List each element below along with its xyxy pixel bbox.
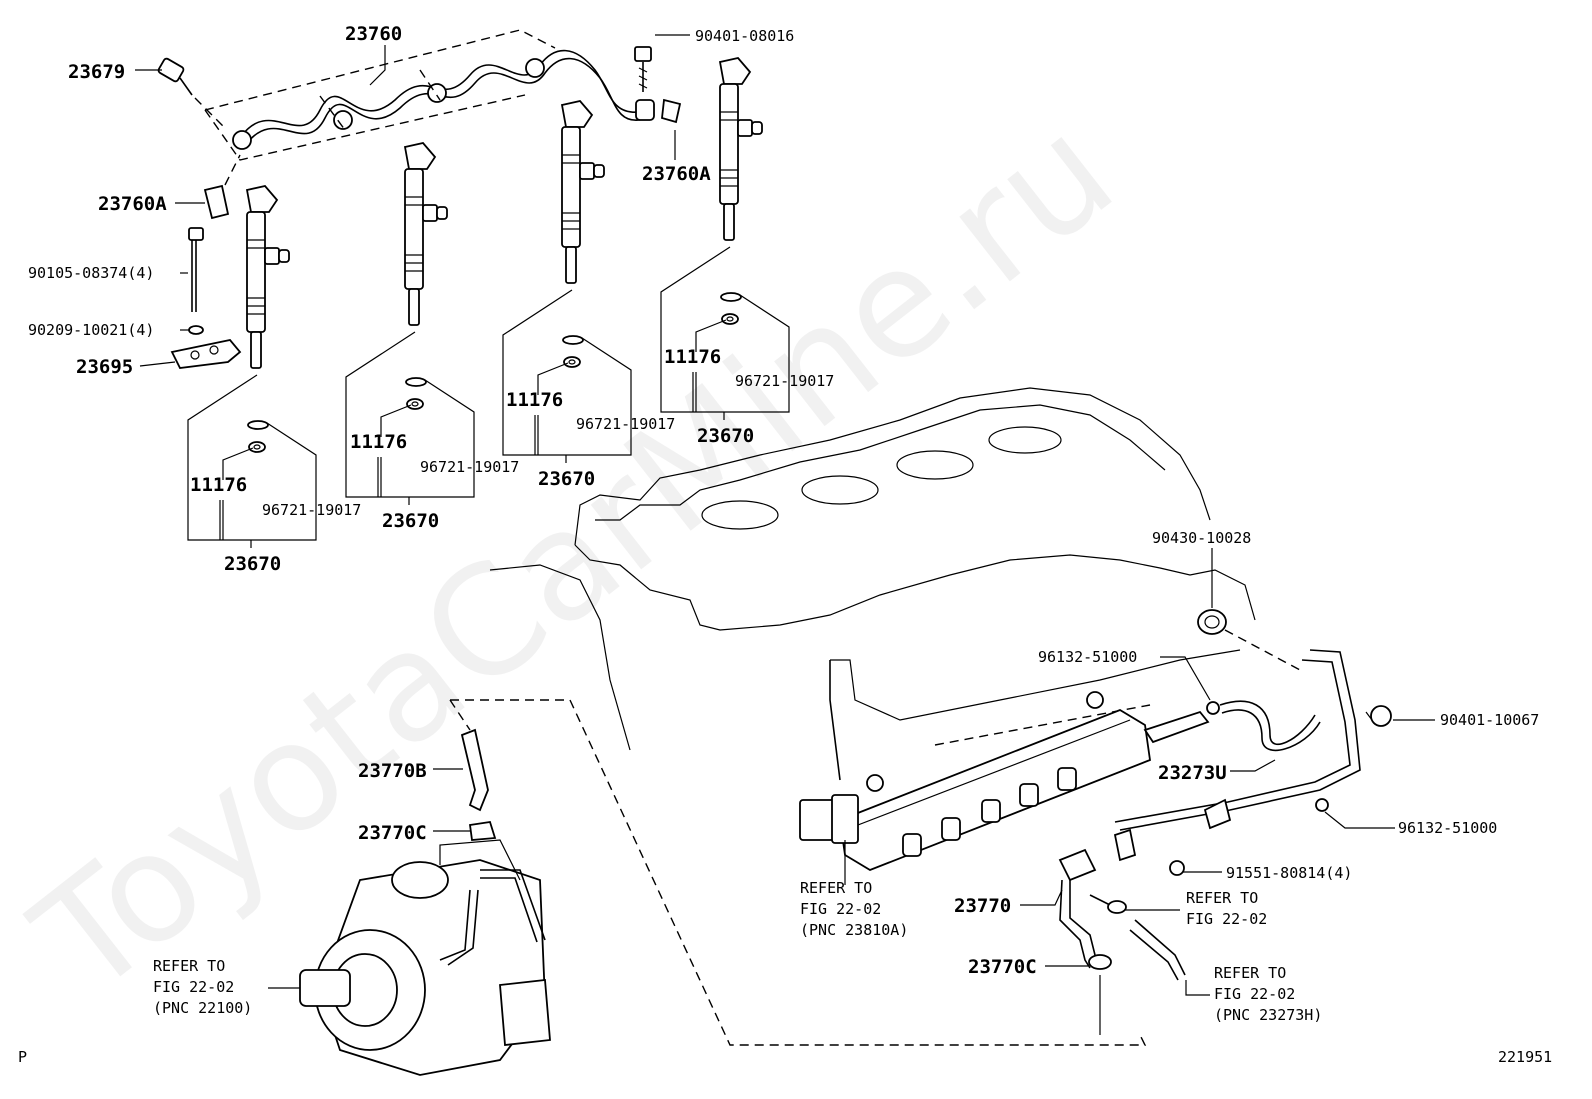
label-23679: 23679 xyxy=(68,61,125,83)
label-inj2-23670: 23670 xyxy=(382,510,439,532)
ref-hose-low-line3: (PNC 23273H) xyxy=(1214,1006,1322,1024)
injector-1-o-ring xyxy=(247,420,269,430)
ref-pump-line1: REFER TO xyxy=(153,957,225,975)
label-inj1-11176: 11176 xyxy=(190,474,247,496)
label-90209-10021: 90209-10021(4) xyxy=(28,321,154,339)
injector-2-group-bracket xyxy=(345,331,475,498)
label-23770c-top: 23770C xyxy=(358,822,427,844)
label-96132-51000-top: 96132-51000 xyxy=(1038,648,1137,666)
label-inj1-96721: 96721-19017 xyxy=(262,501,361,519)
label-inj3-11176: 11176 xyxy=(506,389,563,411)
ref-pump-line3: (PNC 22100) xyxy=(153,999,252,1017)
label-90401-08016: 90401-08016 xyxy=(695,27,794,45)
injector-2-washer xyxy=(406,398,424,410)
label-91551-80814: 91551-80814(4) xyxy=(1226,864,1352,882)
leader-lines xyxy=(135,34,1435,1035)
injector-4-inlet xyxy=(737,119,753,137)
injectors xyxy=(187,57,790,548)
injector-3-head xyxy=(560,100,594,128)
pipe-23273u xyxy=(1206,700,1321,752)
ref-hose-low-line1: REFER TO xyxy=(1214,964,1286,982)
injector-4-group-bracket xyxy=(660,246,790,413)
fuel-rail xyxy=(799,660,1210,871)
ref-hose-mid-line2: FIG 22-02 xyxy=(1186,910,1267,928)
label-23770: 23770 xyxy=(954,895,1011,917)
injector-2-head xyxy=(403,142,437,170)
label-inj4-11176: 11176 xyxy=(664,346,721,368)
injector-4 xyxy=(660,57,790,420)
injector-1-group-bracket xyxy=(187,374,317,541)
engine-head-outline xyxy=(489,387,1256,751)
injector-3 xyxy=(502,100,632,463)
label-inj4-96721: 96721-19017 xyxy=(735,372,834,390)
label-23760: 23760 xyxy=(345,23,402,45)
injector-2 xyxy=(345,142,475,505)
label-inj1-23670: 23670 xyxy=(224,553,281,575)
injector-3-inlet xyxy=(579,162,595,180)
gasket-90430-10028 xyxy=(1197,609,1301,671)
injector-3-o-ring xyxy=(562,335,584,345)
gasket-23760a-left xyxy=(203,154,241,220)
label-90105-08374: 90105-08374(4) xyxy=(28,264,154,282)
label-inj3-23670: 23670 xyxy=(538,468,595,490)
supply-pump xyxy=(299,699,1147,1076)
ref-rail-line3: (PNC 23810A) xyxy=(800,921,908,939)
label-inj2-96721: 96721-19017 xyxy=(420,458,519,476)
injector-3-group-bracket xyxy=(502,289,632,456)
injector-2-o-ring xyxy=(405,377,427,387)
injector-1-inlet xyxy=(264,247,280,265)
injector-2-nozzle xyxy=(408,288,420,326)
injector-1 xyxy=(187,185,317,548)
figure-number: 221951 xyxy=(1498,1048,1552,1066)
bolt-23679 xyxy=(157,57,226,129)
pipe-23770 xyxy=(1058,848,1186,981)
injector-4-washer xyxy=(721,313,739,325)
injector-4-o-ring xyxy=(720,292,742,302)
ref-pump-line2: FIG 22-02 xyxy=(153,978,234,996)
label-23760a-right: 23760A xyxy=(642,163,711,185)
ref-hose-low-line2: FIG 22-02 xyxy=(1214,985,1295,1003)
injector-1-nozzle xyxy=(250,331,262,369)
ref-hose-mid-line1: REFER TO xyxy=(1186,889,1258,907)
label-23770b: 23770B xyxy=(358,760,427,782)
part-labels: 23760 23679 90401-08016 23760A 23760A 90… xyxy=(18,23,1552,1066)
injector-3-nozzle xyxy=(565,246,577,284)
injector-4-nozzle xyxy=(723,203,735,241)
label-23760a-left: 23760A xyxy=(98,193,167,215)
label-inj3-96721: 96721-19017 xyxy=(576,415,675,433)
label-23770c-bottom: 23770C xyxy=(968,956,1037,978)
fuel-return-pipe xyxy=(204,29,641,161)
injector-4-head xyxy=(718,57,752,85)
return-line xyxy=(1113,649,1392,876)
label-96132-51000-bottom: 96132-51000 xyxy=(1398,819,1497,837)
injector-1-head xyxy=(245,185,279,213)
injector-2-inlet xyxy=(422,204,438,222)
injector-1-washer xyxy=(248,441,266,453)
label-inj2-11176: 11176 xyxy=(350,431,407,453)
label-23695: 23695 xyxy=(76,356,133,378)
injector-3-washer xyxy=(563,356,581,368)
bolt-90401-08016 xyxy=(634,46,682,124)
label-90430-10028: 90430-10028 xyxy=(1152,529,1251,547)
clamp-bolt-set xyxy=(170,227,242,369)
label-90401-10067: 90401-10067 xyxy=(1440,711,1539,729)
label-inj4-23670: 23670 xyxy=(697,425,754,447)
ref-rail-line1: REFER TO xyxy=(800,879,872,897)
corner-letter: P xyxy=(18,1048,27,1066)
label-23273u: 23273U xyxy=(1158,762,1227,784)
ref-rail-line2: FIG 22-02 xyxy=(800,900,881,918)
